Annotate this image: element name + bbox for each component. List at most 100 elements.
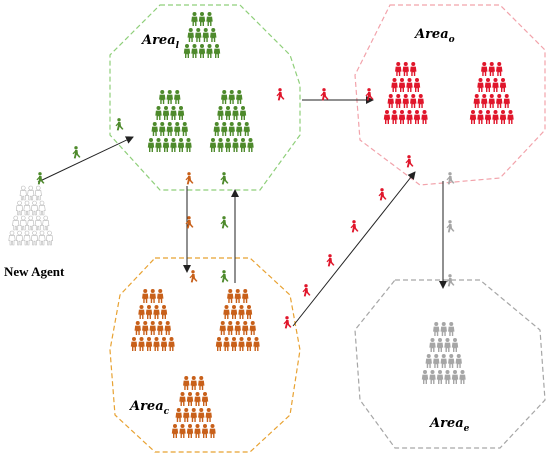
arrow-area-c-to-area-o <box>292 171 416 327</box>
person-standing-icon <box>227 289 234 303</box>
person-standing-icon <box>425 354 432 368</box>
person-standing-icon <box>205 408 212 422</box>
person-standing-icon <box>221 122 228 136</box>
walker-co-1 <box>283 316 292 329</box>
person-standing-icon <box>232 138 239 152</box>
person-standing-icon <box>198 44 206 58</box>
person-standing-icon <box>23 200 31 216</box>
person-standing-icon <box>223 337 230 351</box>
walker-co-2 <box>302 284 311 297</box>
person-standing-icon <box>186 424 194 438</box>
area-l-boundary <box>109 4 301 191</box>
person-standing-icon <box>395 62 402 76</box>
person-standing-icon <box>239 106 247 120</box>
person-standing-icon <box>191 44 198 58</box>
person-standing-icon <box>227 321 234 335</box>
person-standing-icon <box>249 321 256 335</box>
person-standing-icon <box>8 230 16 246</box>
person-standing-icon <box>451 338 459 352</box>
person-standing-icon <box>406 110 413 124</box>
person-standing-icon <box>175 408 182 422</box>
person-standing-icon <box>413 110 421 124</box>
person-standing-icon <box>391 78 398 92</box>
person-standing-icon <box>459 370 466 384</box>
person-standing-icon <box>181 122 188 136</box>
walker-co-3 <box>326 254 335 267</box>
walker-cl-3 <box>220 270 229 283</box>
person-standing-icon <box>12 215 20 231</box>
person-standing-icon <box>217 138 224 152</box>
person-standing-icon <box>198 376 205 390</box>
area-c-boundary <box>109 257 301 453</box>
person-standing-icon <box>484 110 492 124</box>
person-standing-icon <box>27 215 35 231</box>
person-standing-icon <box>448 322 455 336</box>
person-standing-icon <box>190 408 197 422</box>
person-standing-icon <box>406 78 413 92</box>
person-standing-icon <box>153 305 160 319</box>
person-standing-icon <box>499 78 507 92</box>
person-standing-icon <box>448 354 455 368</box>
person-standing-icon <box>436 338 444 352</box>
person-standing-icon <box>402 62 409 76</box>
walker-lo-1 <box>276 88 285 101</box>
person-standing-icon <box>387 94 394 108</box>
person-standing-icon <box>477 78 484 92</box>
walker-oe-3 <box>446 274 455 287</box>
walker-oe-1 <box>446 172 455 185</box>
person-standing-icon <box>398 78 406 92</box>
person-standing-icon <box>503 94 510 108</box>
person-standing-icon <box>433 354 440 368</box>
person-standing-icon <box>142 321 149 335</box>
person-standing-icon <box>230 337 238 351</box>
person-standing-icon <box>247 138 254 152</box>
person-standing-icon <box>151 122 158 136</box>
person-standing-icon <box>234 289 241 303</box>
person-standing-icon <box>210 28 217 42</box>
person-standing-icon <box>166 90 173 104</box>
area-l-crowd-right <box>209 90 254 152</box>
person-standing-icon <box>242 289 249 303</box>
person-standing-icon <box>38 200 46 216</box>
person-standing-icon <box>201 424 209 438</box>
walker-lo-2 <box>320 88 329 101</box>
person-standing-icon <box>398 110 406 124</box>
new-agent-label: New Agent <box>4 264 65 279</box>
person-standing-icon <box>179 392 186 406</box>
person-standing-icon <box>147 138 155 152</box>
person-standing-icon <box>190 376 197 390</box>
person-standing-icon <box>187 28 194 42</box>
person-standing-icon <box>436 370 444 384</box>
person-standing-icon <box>45 230 54 246</box>
area-c-crowd-bottom <box>171 376 216 438</box>
person-standing-icon <box>469 110 477 124</box>
area-l-crowd-top <box>183 12 221 58</box>
person-standing-icon <box>23 230 31 246</box>
person-standing-icon <box>201 392 209 406</box>
walker-new-1 <box>36 172 45 185</box>
person-standing-icon <box>166 122 173 136</box>
person-standing-icon <box>213 122 220 136</box>
person-standing-icon <box>170 138 177 152</box>
person-standing-icon <box>19 215 27 231</box>
person-standing-icon <box>134 321 141 335</box>
person-standing-icon <box>219 321 226 335</box>
person-standing-icon <box>410 94 417 108</box>
person-standing-icon <box>242 321 249 335</box>
person-standing-icon <box>496 62 503 76</box>
area-o-crowd-left <box>383 62 428 124</box>
person-standing-icon <box>186 392 194 406</box>
person-standing-icon <box>195 28 202 42</box>
person-standing-icon <box>383 110 391 124</box>
person-standing-icon <box>19 185 27 201</box>
person-standing-icon <box>155 106 162 120</box>
person-standing-icon <box>160 305 168 319</box>
person-standing-icon <box>391 110 398 124</box>
person-standing-icon <box>492 110 499 124</box>
walker-lc-2 <box>185 216 194 229</box>
person-standing-icon <box>440 354 447 368</box>
area-c-label: Areac <box>128 399 170 417</box>
person-standing-icon <box>429 338 436 352</box>
person-standing-icon <box>198 12 206 26</box>
